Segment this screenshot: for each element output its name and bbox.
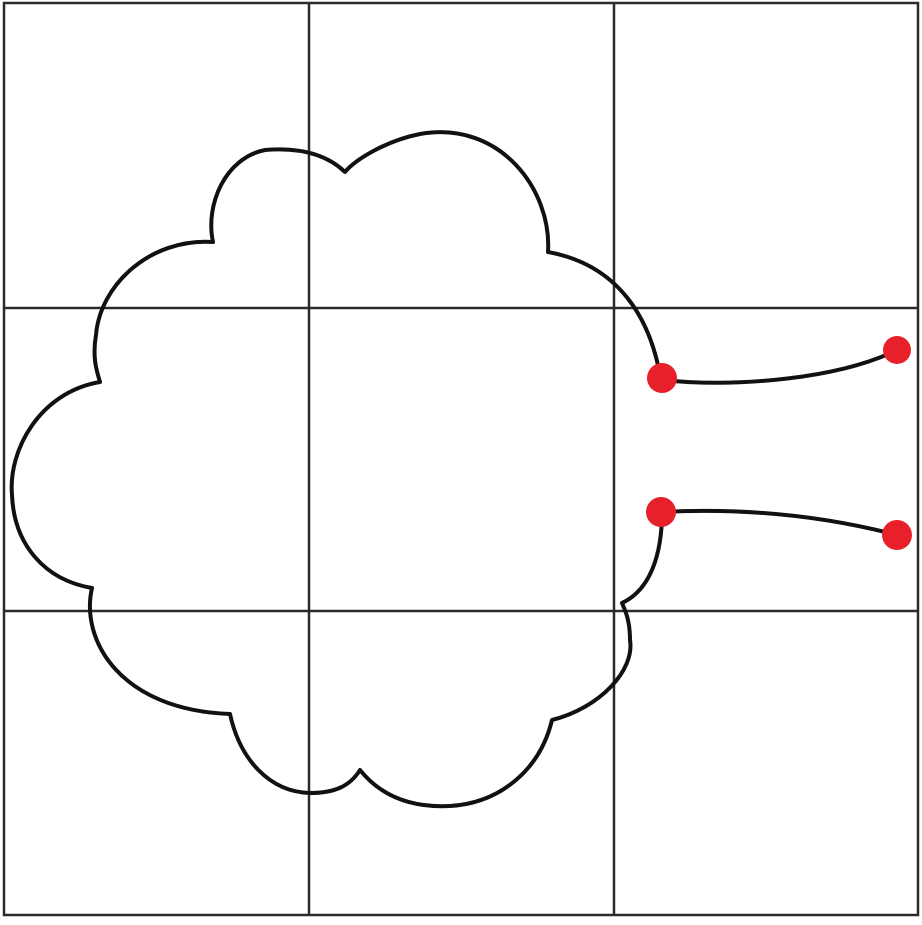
connector-upper-line bbox=[662, 350, 897, 383]
endpoint-dot-lower-left bbox=[646, 497, 676, 527]
endpoint-dot-upper-right bbox=[883, 336, 911, 364]
cloud-outline-icon bbox=[12, 132, 662, 806]
connector-lower-line bbox=[662, 511, 897, 535]
grid bbox=[4, 3, 918, 915]
endpoint-dot-lower-right bbox=[882, 520, 912, 550]
endpoint-dot-upper-left bbox=[647, 363, 677, 393]
grid-border bbox=[4, 3, 918, 915]
